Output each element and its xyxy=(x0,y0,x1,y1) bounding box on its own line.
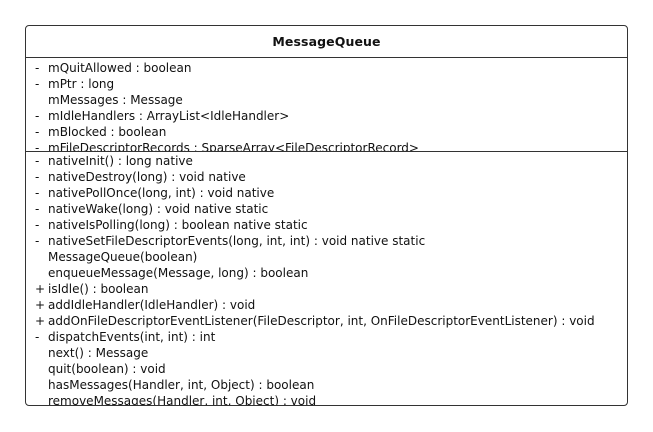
visibility-marker xyxy=(35,377,48,393)
method-signature: hasMessages(Handler, int, Object) : bool… xyxy=(48,378,315,392)
method-row: -nativeWake(long) : void native static xyxy=(35,201,627,217)
method-signature: nativeInit() : long native xyxy=(48,154,193,168)
method-row: -nativeSetFileDescriptorEvents(long, int… xyxy=(35,233,627,249)
method-row: +addIdleHandler(IdleHandler) : void xyxy=(35,297,627,313)
class-name: MessageQueue xyxy=(26,26,627,58)
visibility-marker xyxy=(35,393,48,405)
visibility-marker: + xyxy=(35,314,46,328)
visibility-marker: - xyxy=(35,141,40,152)
visibility-marker: - xyxy=(35,125,40,139)
method-row: removeMessages(Handler, int, Object) : v… xyxy=(35,393,627,406)
method-signature: quit(boolean) : void xyxy=(48,362,166,376)
method-signature: nativeDestroy(long) : void native xyxy=(48,170,246,184)
method-row: quit(boolean) : void xyxy=(35,361,627,377)
visibility-marker xyxy=(35,249,48,265)
method-signature: isIdle() : boolean xyxy=(48,282,149,296)
visibility-marker: - xyxy=(35,218,40,232)
visibility-marker: - xyxy=(35,170,40,184)
attribute-row: -mPtr : long xyxy=(35,76,627,92)
visibility-marker: - xyxy=(35,202,40,216)
visibility-marker: - xyxy=(35,77,40,91)
visibility-marker xyxy=(35,361,48,377)
visibility-marker xyxy=(35,265,48,281)
method-signature: dispatchEvents(int, int) : int xyxy=(48,330,216,344)
visibility-marker: + xyxy=(35,282,46,296)
visibility-marker: - xyxy=(35,154,40,168)
attribute-row: mMessages : Message xyxy=(35,92,627,108)
method-signature: next() : Message xyxy=(48,346,149,360)
method-row: +isIdle() : boolean xyxy=(35,281,627,297)
attribute-signature: mMessages : Message xyxy=(48,93,183,107)
visibility-marker: - xyxy=(35,330,40,344)
method-row: next() : Message xyxy=(35,345,627,361)
visibility-marker: - xyxy=(35,109,40,123)
attribute-signature: mIdleHandlers : ArrayList<IdleHandler> xyxy=(48,109,290,123)
method-row: -dispatchEvents(int, int) : int xyxy=(35,329,627,345)
method-signature: removeMessages(Handler, int, Object) : v… xyxy=(48,394,317,406)
attribute-row: -mIdleHandlers : ArrayList<IdleHandler> xyxy=(35,108,627,124)
attribute-signature: mPtr : long xyxy=(48,77,115,91)
method-row: -nativeIsPolling(long) : boolean native … xyxy=(35,217,627,233)
method-signature: enqueueMessage(Message, long) : boolean xyxy=(48,266,309,280)
attributes-compartment: -mQuitAllowed : boolean -mPtr : long mMe… xyxy=(26,58,627,152)
attribute-signature: mQuitAllowed : boolean xyxy=(48,61,192,75)
method-row: -nativeDestroy(long) : void native xyxy=(35,169,627,185)
methods-compartment: -nativeInit() : long native -nativeDestr… xyxy=(26,152,627,406)
method-row: enqueueMessage(Message, long) : boolean xyxy=(35,265,627,281)
method-row: +addOnFileDescriptorEventListener(FileDe… xyxy=(35,313,627,329)
method-signature: nativePollOnce(long, int) : void native xyxy=(48,186,275,200)
visibility-marker: - xyxy=(35,61,40,75)
attribute-signature: mBlocked : boolean xyxy=(48,125,167,139)
method-signature: nativeWake(long) : void native static xyxy=(48,202,269,216)
visibility-marker xyxy=(35,345,48,361)
method-row: hasMessages(Handler, int, Object) : bool… xyxy=(35,377,627,393)
visibility-marker xyxy=(35,92,48,108)
visibility-marker: + xyxy=(35,298,46,312)
attribute-row: -mFileDescriptorRecords : SparseArray<Fi… xyxy=(35,140,627,152)
method-signature: addIdleHandler(IdleHandler) : void xyxy=(48,298,256,312)
method-signature: nativeSetFileDescriptorEvents(long, int,… xyxy=(48,234,426,248)
visibility-marker: - xyxy=(35,234,40,248)
attribute-row: -mQuitAllowed : boolean xyxy=(35,60,627,76)
method-row: MessageQueue(boolean) xyxy=(35,249,627,265)
visibility-marker: - xyxy=(35,186,40,200)
method-signature: nativeIsPolling(long) : boolean native s… xyxy=(48,218,308,232)
method-row: -nativePollOnce(long, int) : void native xyxy=(35,185,627,201)
uml-class-box[interactable]: MessageQueue -mQuitAllowed : boolean -mP… xyxy=(25,25,628,406)
attribute-row: -mBlocked : boolean xyxy=(35,124,627,140)
attribute-signature: mFileDescriptorRecords : SparseArray<Fil… xyxy=(48,141,419,152)
method-row: -nativeInit() : long native xyxy=(35,153,627,169)
method-signature: addOnFileDescriptorEventListener(FileDes… xyxy=(48,314,595,328)
method-signature: MessageQueue(boolean) xyxy=(48,250,198,264)
